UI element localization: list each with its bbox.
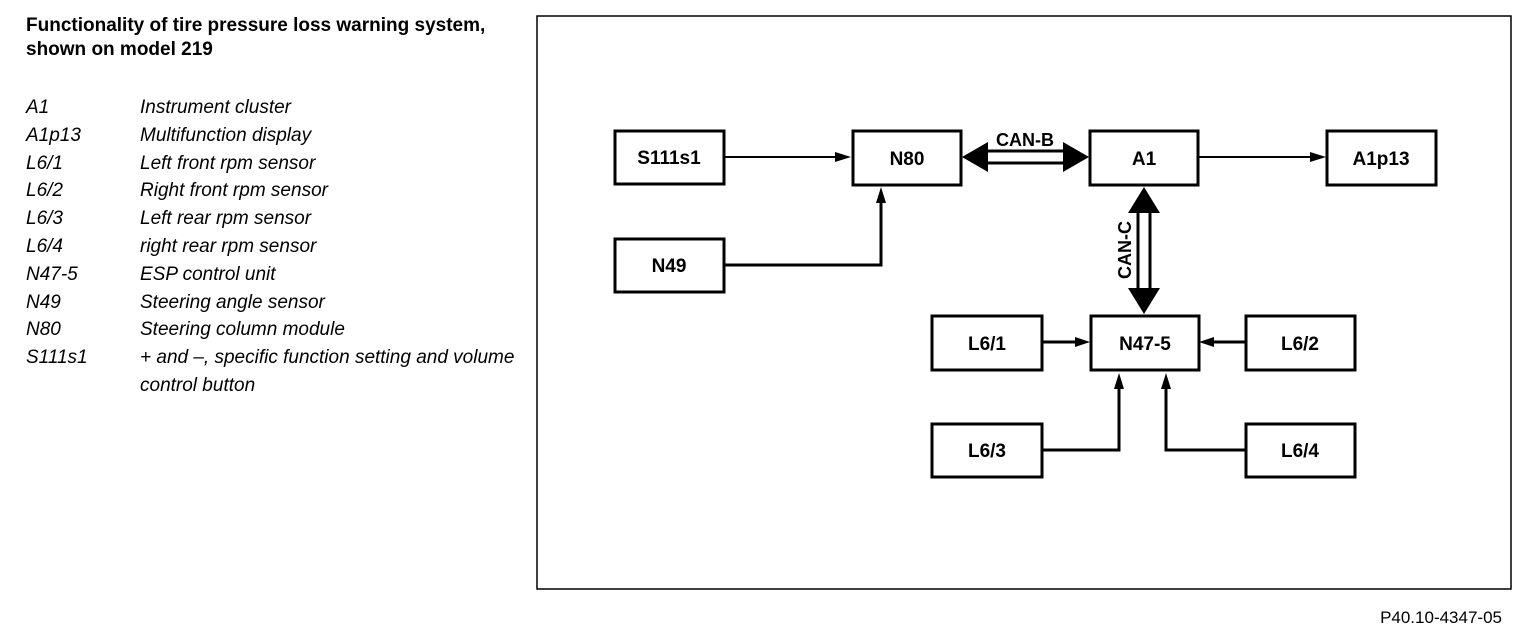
legend-description: Steering column module: [140, 319, 345, 341]
wire-l6-4-n47-5: [1164, 388, 1246, 452]
legend-description: + and –, specific function setting and v…: [140, 347, 515, 396]
legend-code: A1: [26, 97, 50, 118]
figure-reference: P40.10-4347-05: [1380, 608, 1502, 627]
legend-description: Instrument cluster: [140, 97, 291, 118]
box-n80: [851, 129, 963, 187]
legend-description: Right front rpm sensor: [140, 180, 328, 202]
arrowhead-n80-left: [835, 152, 851, 162]
legend-item: N80 Steering column module: [26, 316, 526, 344]
legend-description: right rear rpm sensor: [140, 235, 317, 257]
label-l6-1: L6/1: [968, 334, 1006, 355]
box-n49: [613, 237, 726, 294]
legend-item: L6/1 Left front rpm sensor: [26, 150, 526, 178]
label-n47-5: N47-5: [1119, 334, 1171, 355]
box-a1: [1088, 129, 1200, 187]
component-labels: S111s1 N49 N80 A1 A1p13 N47-5 L6/1 L6/2 …: [637, 148, 1409, 462]
arrowhead-n47-5-right: [1199, 337, 1214, 347]
legend-item: L6/2 Right front rpm sensor: [26, 177, 526, 205]
label-l6-3: L6/3: [968, 441, 1006, 462]
page-title: Functionality of tire pressure loss warn…: [26, 15, 486, 60]
can-c-arrow-top: [1128, 187, 1160, 213]
label-can-c: CAN-C: [1115, 221, 1135, 279]
arrowhead-n47-5-bottom-right: [1161, 373, 1171, 389]
box-l6-2: [1244, 314, 1357, 372]
can-b-bus: [962, 142, 1089, 172]
legend-code: A1p13: [26, 124, 81, 146]
can-c-bus: [1128, 187, 1160, 314]
legend-description: Left rear rpm sensor: [140, 208, 312, 230]
can-b-arrow-left: [962, 142, 988, 172]
legend-item: L6/3 Left rear rpm sensor: [26, 205, 526, 233]
box-n47-5: [1089, 314, 1201, 372]
legend: A1 Instrument cluster A1p13 Multifunctio…: [26, 94, 526, 400]
legend-item: A1 Instrument cluster: [26, 94, 526, 122]
arrowhead-n80-bottom: [876, 187, 886, 203]
label-n80: N80: [890, 149, 925, 170]
box-a1p13: [1325, 129, 1438, 187]
legend-code: L6/2: [26, 180, 63, 202]
legend-item: A1p13 Multifunction display: [26, 122, 526, 150]
arrowhead-n47-5-left: [1075, 337, 1090, 347]
legend-code: N80: [26, 319, 61, 341]
label-l6-2: L6/2: [1281, 334, 1319, 355]
wire-l6-3-n47-5: [1042, 388, 1121, 452]
legend-code: L6/1: [26, 152, 63, 174]
box-s111s1: [613, 129, 726, 186]
box-l6-1: [930, 314, 1044, 372]
diagram-frame: [536, 15, 1512, 590]
component-boxes: [613, 129, 1438, 479]
can-b-arrow-right: [1063, 142, 1089, 172]
connections: [724, 156, 1313, 452]
label-n49: N49: [652, 256, 687, 277]
can-c-arrow-bottom: [1128, 288, 1160, 314]
wire-n49-n80: [724, 202, 883, 267]
legend-item: N49 Steering angle sensor: [26, 289, 526, 317]
legend-code: N47-5: [26, 263, 78, 285]
legend-item: S111s1 + and –, specific function settin…: [26, 344, 526, 400]
legend-description: Left front rpm sensor: [140, 152, 316, 174]
legend-item: N47-5 ESP control unit: [26, 261, 526, 289]
box-l6-4: [1244, 422, 1357, 479]
box-l6-3: [930, 422, 1044, 479]
legend-code: L6/4: [26, 235, 63, 257]
legend-item: L6/4 right rear rpm sensor: [26, 233, 526, 261]
legend-description: ESP control unit: [140, 263, 276, 285]
arrowhead-a1p13: [1310, 152, 1326, 162]
legend-code: L6/3: [26, 208, 63, 230]
label-a1: A1: [1132, 149, 1157, 170]
label-s111s1: S111s1: [637, 148, 701, 169]
arrowheads: [835, 152, 1326, 389]
label-a1p13: A1p13: [1352, 149, 1409, 170]
legend-code: N49: [26, 291, 61, 313]
legend-description: Steering angle sensor: [140, 291, 325, 313]
label-l6-4: L6/4: [1281, 441, 1319, 462]
legend-description: Multifunction display: [140, 124, 312, 146]
label-can-b: CAN-B: [996, 130, 1054, 150]
arrowhead-n47-5-bottom-left: [1114, 373, 1124, 389]
legend-code: S111s1: [26, 347, 88, 369]
